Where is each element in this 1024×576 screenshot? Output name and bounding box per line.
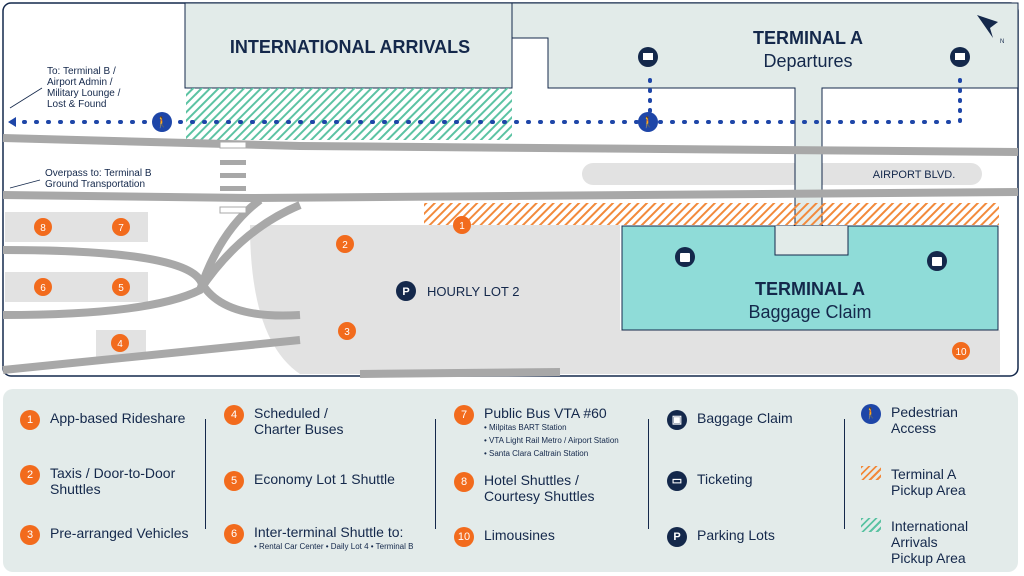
pedestrian-icon: 🚶 <box>861 404 881 424</box>
legend-ticketing: ▭Ticketing <box>667 471 753 491</box>
pedestrian-icon: 🚶 <box>152 112 172 132</box>
svg-text:N: N <box>1000 39 1004 45</box>
parking-icon: P <box>396 281 416 301</box>
marker-7: 7 <box>112 218 130 236</box>
svg-text:Airport Admin /: Airport Admin / <box>47 77 113 88</box>
marker-1: 1 <box>453 216 471 234</box>
international-arrivals-building <box>184 2 513 89</box>
svg-text:Baggage Claim: Baggage Claim <box>748 302 871 322</box>
overpass-note: Overpass to: Terminal B Ground Transport… <box>9 168 152 190</box>
svg-text:7: 7 <box>118 223 124 234</box>
ticketing-icon <box>638 47 658 67</box>
marker-4: 4 <box>111 334 129 352</box>
orange-hatch-icon <box>861 466 881 480</box>
svg-text:TERMINAL A: TERMINAL A <box>755 279 865 299</box>
hourly-lot-area <box>250 225 1000 374</box>
ticketing-icon <box>950 47 970 67</box>
svg-text:Lost & Found: Lost & Found <box>47 99 106 110</box>
svg-text:Departures: Departures <box>763 51 852 71</box>
airport-map: AIRPORT BLVD. INTERNATIONAL ARRIVALS TER… <box>2 2 1019 378</box>
svg-text:TERMINAL A: TERMINAL A <box>753 28 863 48</box>
svg-text:AIRPORT BLVD.: AIRPORT BLVD. <box>873 169 956 181</box>
legend-intl-pickup: International Arrivals Pickup Area <box>861 518 981 566</box>
svg-text:3: 3 <box>344 327 350 338</box>
svg-text:1: 1 <box>459 221 465 232</box>
svg-text:Ground Transportation: Ground Transportation <box>45 179 145 190</box>
baggage-icon <box>675 247 695 267</box>
compass-north-icon: N <box>977 15 1004 45</box>
legend-baggage: ▣Baggage Claim <box>667 410 793 430</box>
svg-text:INTERNATIONAL ARRIVALS: INTERNATIONAL ARRIVALS <box>230 37 470 57</box>
svg-text:8: 8 <box>40 223 46 234</box>
parking-icon: P <box>667 527 687 547</box>
marker-3: 3 <box>338 322 356 340</box>
baggage-icon: ▣ <box>667 410 687 430</box>
marker-8: 8 <box>34 218 52 236</box>
marker-2: 2 <box>336 235 354 253</box>
legend-pedestrian: 🚶Pedestrian Access <box>861 404 971 436</box>
svg-text:To: Terminal B /: To: Terminal B / <box>47 66 116 77</box>
baggage-icon <box>927 251 947 271</box>
svg-text:Overpass to: Terminal B: Overpass to: Terminal B <box>45 168 152 179</box>
roads <box>2 134 1019 378</box>
hourly-lot-label: HOURLY LOT 2 <box>427 284 519 299</box>
svg-text:🚶: 🚶 <box>155 116 169 129</box>
marker-5: 5 <box>112 278 130 296</box>
pedestrian-icon: 🚶 <box>638 112 658 132</box>
terminal-a-pickup-area <box>424 203 999 225</box>
svg-text:🚶: 🚶 <box>641 116 655 129</box>
marker-10: 10 <box>952 342 970 360</box>
marker-6: 6 <box>34 278 52 296</box>
airport-blvd <box>582 163 982 185</box>
ticketing-icon: ▭ <box>667 471 687 491</box>
legend-terminal-a-pickup: Terminal A Pickup Area <box>861 466 981 498</box>
svg-text:2: 2 <box>342 240 348 251</box>
svg-text:6: 6 <box>40 283 46 294</box>
green-hatch-icon <box>861 518 881 532</box>
svg-text:5: 5 <box>118 283 124 294</box>
to-terminal-b-note: To: Terminal B / Airport Admin / Militar… <box>9 66 121 110</box>
svg-text:10: 10 <box>955 347 967 358</box>
svg-text:Military Lounge /: Military Lounge / <box>47 88 121 99</box>
svg-text:P: P <box>402 286 409 298</box>
international-pickup-area <box>186 88 512 140</box>
svg-text:4: 4 <box>117 339 123 350</box>
